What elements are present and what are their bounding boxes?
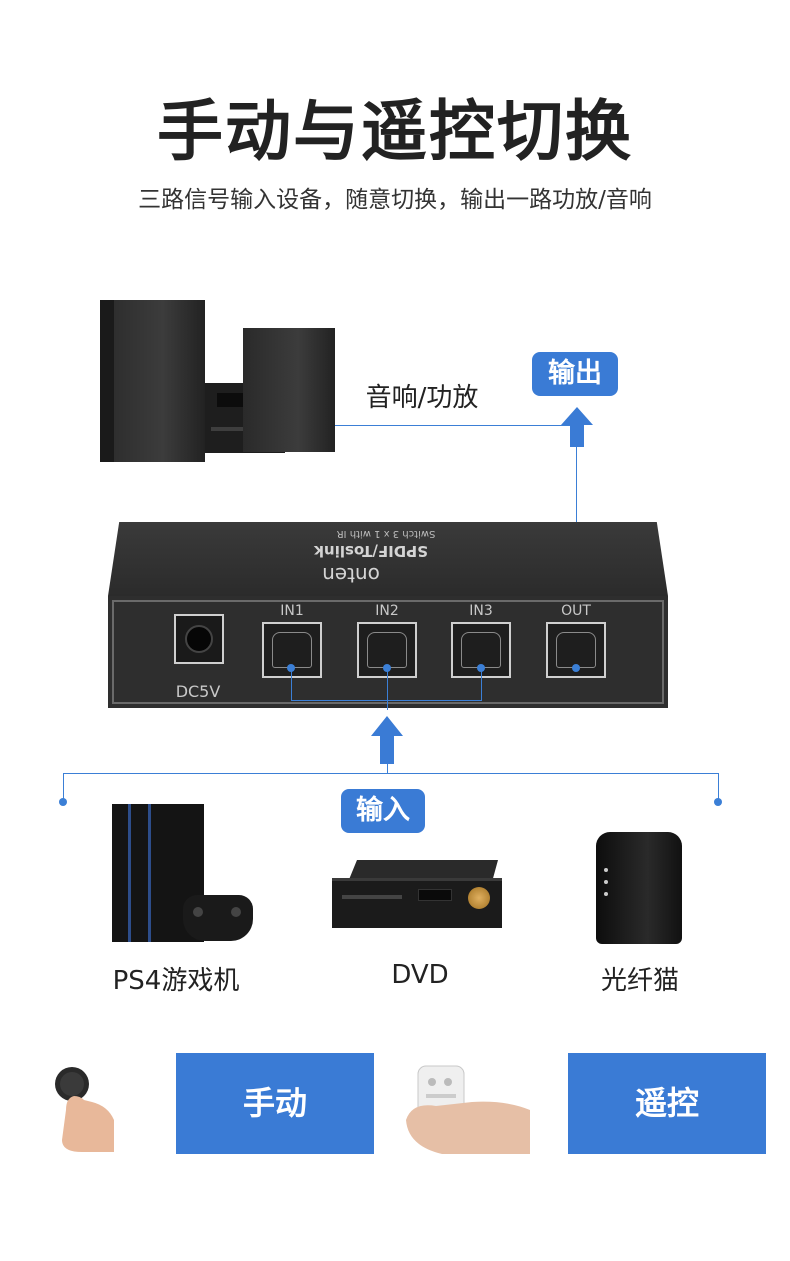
dvd-knob [468, 887, 490, 909]
fiber-modem-image [596, 832, 682, 944]
port-label-in1: IN1 [280, 603, 304, 619]
input-left-drop [63, 773, 64, 801]
port-opening [461, 632, 501, 668]
modem-led [604, 892, 608, 896]
device-label-ps4: PS4游戏机 [112, 966, 240, 996]
port-label-in3: IN3 [469, 603, 493, 619]
left-speaker [100, 300, 205, 462]
manual-mode-button: 手动 [176, 1053, 374, 1154]
switch-model-sub: Switch 3 x 1 with IR [336, 528, 436, 539]
device-label-dvd: DVD [391, 960, 449, 990]
port-label-out: OUT [561, 603, 591, 619]
dvd-tray [342, 895, 402, 899]
port-opening [272, 632, 312, 668]
port-opening [367, 632, 407, 668]
switch-box-top [108, 522, 668, 596]
out-connection-dot [572, 664, 580, 672]
port-opening [556, 632, 596, 668]
dvd-display [418, 889, 452, 901]
switch-brand-logo: onten [322, 563, 380, 587]
input-trunk-wire [387, 764, 388, 773]
page-subtitle: 三路信号输入设备，随意切换，输出一路功放/音响 [138, 187, 652, 213]
dc-power-jack [174, 614, 224, 664]
modem-led [604, 880, 608, 884]
input-bus-wire [291, 700, 482, 701]
ps4-stripe [148, 804, 151, 942]
in1-wire [291, 668, 292, 700]
switch-model: SPDIF/Toslink [314, 542, 428, 560]
device-label-modem: 光纤猫 [600, 966, 679, 996]
modem-led [604, 868, 608, 872]
input-badge: 输入 [341, 789, 425, 833]
page-title: 手动与遥控切换 [157, 93, 633, 170]
in3-wire [481, 668, 482, 700]
port-label-in2: IN2 [375, 603, 399, 619]
input-right-drop [718, 773, 719, 801]
output-badge: 输出 [532, 352, 618, 396]
dvd-top [348, 860, 498, 882]
finger-press-icon [55, 1067, 114, 1152]
in2-wire [387, 668, 388, 710]
output-device-label: 音响/功放 [365, 383, 479, 413]
optical-port-out [546, 622, 606, 678]
remote-control-icon [406, 1065, 530, 1154]
input-right-dot [714, 798, 722, 806]
output-arrow-icon [561, 407, 593, 447]
dc-label: DC5V [175, 682, 221, 701]
controller-stick [231, 907, 241, 917]
left-speaker-side [100, 300, 114, 462]
optical-port-in1 [262, 622, 322, 678]
remote-mode-button: 遥控 [568, 1053, 766, 1154]
output-wire-horizontal [335, 425, 576, 426]
input-distribution-wire [63, 773, 719, 774]
dvd-body [332, 878, 502, 928]
input-arrow-icon [371, 716, 403, 764]
dc-jack-hole [185, 625, 213, 653]
controller-stick [193, 907, 203, 917]
switch-box-frame [112, 600, 664, 704]
input-left-dot [59, 798, 67, 806]
right-speaker [243, 328, 335, 452]
ps4-controller [183, 895, 253, 941]
ps4-stripe [128, 804, 131, 942]
